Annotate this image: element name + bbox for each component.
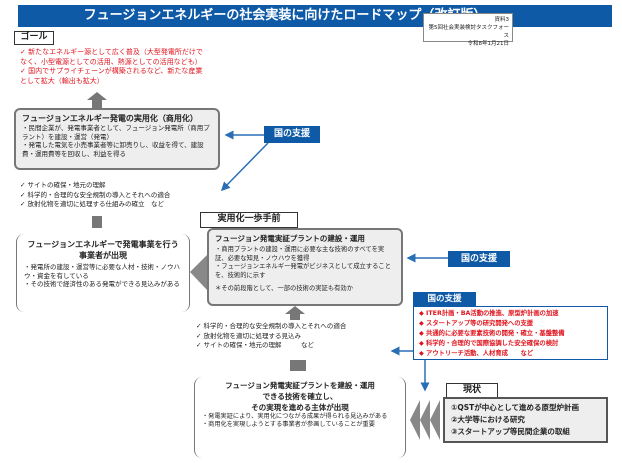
support-list: ◆ ITER計画・BA活動の推進、原型炉計画の加速 ◆ スタートアップ等の研究開…	[413, 306, 608, 360]
current-item: ③スタートアップ等民間企業の取組	[451, 427, 570, 436]
current-item: ①QSTが中心として進める原型炉計画	[451, 403, 580, 412]
arrow-up-icon	[87, 92, 107, 100]
support-item: ◆ 科学的・合理的で国際協調した安全確保の検討	[419, 340, 559, 347]
pre-box: フュージョン発電実証プラントの建設・運用 ・商用プラントの建設・運用に必要な主な…	[207, 228, 403, 306]
demo-title: フュージョン発電実証プラントを建設・運用	[225, 381, 375, 390]
operator-title: フュージョンエネルギーで発電事業を行う事業者が出現	[27, 240, 179, 260]
pre-note: ＊その前段階として、一部の技術の実証も有効か	[215, 285, 354, 292]
operator-item: ・その技術で経済性のある発電ができる見込みがある	[24, 280, 180, 288]
demo-item: ・発電実証により、実用化につながる成果が得られる見込みがある	[202, 413, 388, 420]
date: 令和8年1月21日	[467, 41, 510, 47]
condition-item: ✓ サイトの確保・地元の理解 など	[196, 341, 315, 349]
condition-item: ✓ 放射化物を適切に処理する見込み	[196, 331, 302, 340]
current-label: 現状	[446, 383, 498, 398]
pre-title: フュージョン発電実証プラントの建設・運用	[215, 234, 365, 243]
condition-item: ✓ サイトの確保・地元の理解	[20, 181, 106, 189]
pre-label: 実用化一歩手前	[200, 212, 298, 228]
support-item: ◆ アウトリーチ活動、人材育成 など	[419, 350, 534, 357]
goal-item: ✓ 国内でサプライチェーンが構築されるなど、新たな産業として拡大（輸出も拡大）	[20, 67, 203, 85]
operator-item: ・発電所の建設・運営等に必要な人材・技術・ノウハウ・資金を有している	[24, 263, 180, 280]
condition-item: ✓ 科学的・合理的な安全規制の導入とそれへの適合	[196, 322, 347, 330]
arrow-stem	[92, 100, 102, 108]
demo-title: できる技術を確立し、	[262, 392, 338, 401]
commercial-item: ・民間企業が、発電事業者として、フュージョン発電所（商用プラント）を建設・運営（…	[22, 124, 210, 141]
commercial-item: ・発電した電気を小売事業者等に卸売りし、収益を得て、建設費・運用費等を回収し、利…	[22, 141, 204, 158]
demo-title: その実現を進める主体が出現	[251, 403, 349, 412]
demo-item: ・商用化を実現しようとする事業者が参画していることが重要	[202, 421, 375, 428]
meeting-name: 第5回社会実装検討タスクフォース	[428, 25, 509, 39]
support-badge-1: 国の支援	[264, 126, 320, 143]
support-item: ◆ 共通的に必要な要素技術の開発・確立・基盤整備	[419, 330, 565, 337]
arrow-stem	[290, 314, 300, 320]
goal-label: ゴール	[14, 31, 54, 45]
conditions-list-1: ✓ サイトの確保・地元の理解 ✓ 科学的・合理的な安全規制の導入とそれへの適合 …	[20, 181, 210, 210]
condition-item: ✓ 科学的・合理的な安全規制の導入とそれへの適合	[20, 190, 171, 199]
arrow-stem	[290, 360, 306, 371]
support-item: ◆ スタートアップ等の研究開発への支援	[419, 320, 534, 327]
support-badge-2: 国の支援	[448, 251, 510, 267]
reference-box: 資料3 第5回社会実装検討タスクフォース 令和8年1月21日	[423, 13, 513, 47]
arrow-up-icon	[285, 306, 305, 314]
pre-item: ・商用プラントの建設・運用に必要な主な技術のすべてを実証、必要な知見・ノウハウを…	[215, 246, 385, 262]
conditions-list-2: ✓ 科学的・合理的な安全規制の導入とそれへの適合 ✓ 放射化物を適切に処理する見…	[196, 322, 386, 351]
pre-item: ・フュージョンエネルギー発電がビジネスとして成立することを、技術的に示す	[215, 263, 391, 279]
demo-box: フュージョン発電実証プラントを建設・運用 できる技術を確立し、 その実現を進める…	[194, 377, 406, 458]
operator-box: フュージョンエネルギーで発電事業を行う事業者が出現 ・発電所の建設・運営等に必要…	[16, 234, 190, 312]
doc-number: 資料3	[494, 17, 510, 23]
arrow-stem	[92, 216, 102, 228]
commercial-title: フュージョンエネルギー発電の実用化（商用化）	[22, 114, 198, 123]
condition-item: ✓ 放射化物を適切に処理する仕組みの確立 など	[20, 200, 165, 208]
current-list: ①QSTが中心として進める原型炉計画 ②大学等における研究 ③スタートアップ等民…	[443, 397, 608, 443]
goal-list: ✓ 新たなエネルギー源として広く普及（大型発電所だけでなく、小型電源としての活用…	[20, 48, 205, 86]
support-label-3: 国の支援	[413, 292, 476, 306]
commercial-box: フュージョンエネルギー発電の実用化（商用化） ・民間企業が、発電事業者として、フ…	[14, 108, 220, 170]
current-item: ②大学等における研究	[451, 415, 525, 424]
goal-item: ✓ 新たなエネルギー源として広く普及（大型発電所だけでなく、小型電源としての活用…	[20, 48, 203, 66]
support-item: ◆ ITER計画・BA活動の推進、原型炉計画の加速	[419, 310, 559, 317]
